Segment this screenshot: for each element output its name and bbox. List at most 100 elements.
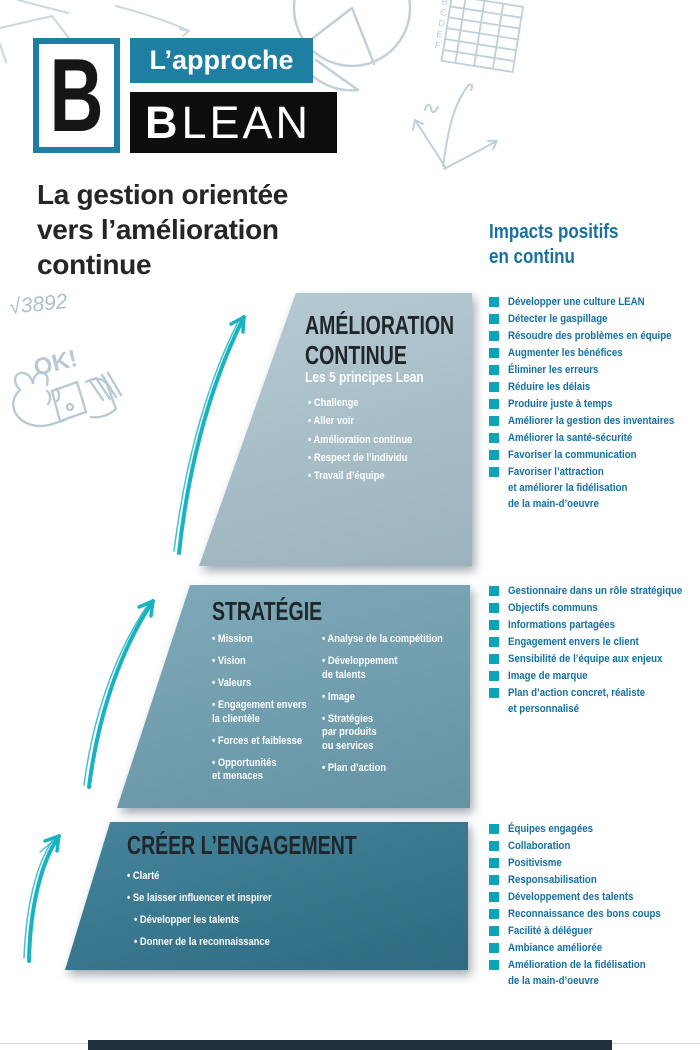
page-title: La gestion orientée vers l’amélioration …: [37, 179, 289, 280]
square-bullet-icon: [489, 824, 499, 834]
square-bullet-icon: [489, 382, 499, 392]
bullet-item: Clarté: [127, 869, 272, 883]
level-title: STRATÉGIE: [212, 596, 323, 626]
list-item: Améliorer la santé-sécurité: [489, 430, 700, 446]
bullet-item: Respect de l’individu: [308, 451, 412, 465]
square-bullet-icon: [489, 399, 499, 409]
row-label: C: [439, 7, 447, 18]
square-bullet-icon: [489, 603, 499, 613]
square-bullet-icon: [489, 586, 499, 596]
bullet-item: Travail d’équipe: [308, 469, 412, 483]
square-bullet-icon: [489, 637, 499, 647]
square-bullet-icon: [489, 960, 499, 970]
list-item: Positivisme: [489, 855, 700, 871]
logo-brand-lean: LEAN: [181, 96, 312, 148]
list-item: Améliorer la gestion des inventaires: [489, 413, 700, 429]
thumbs-up-sketch: OK!: [12, 345, 123, 428]
square-bullet-icon: [489, 433, 499, 443]
bullet-item: Amélioration continue: [308, 433, 413, 447]
list-item: Résoudre des problèmes en équipe: [489, 328, 700, 344]
footer-bar: [88, 1040, 612, 1050]
bullet-item: Développer les talents: [134, 913, 273, 927]
list-item: Amélioration de la fidélisation de la ma…: [489, 957, 700, 989]
list-item: Plan d’action concret, réaliste et perso…: [489, 685, 700, 717]
bullet-item: Image: [322, 691, 443, 705]
level-items-column-1: Mission Vision Valeurs Engagement envers…: [212, 633, 323, 792]
bullet-item: Développement de talents: [322, 655, 443, 682]
square-bullet-icon: [489, 348, 499, 358]
square-bullet-icon: [489, 943, 499, 953]
square-bullet-icon: [489, 331, 499, 341]
square-bullet-icon: [489, 875, 499, 885]
square-bullet-icon: [489, 620, 499, 630]
list-item: Responsabilisation: [489, 872, 700, 888]
level-subtitle: Les 5 principes Lean: [305, 369, 424, 386]
logo-brand-box: B LEAN: [130, 92, 337, 153]
list-item: Équipes engagées: [489, 821, 700, 837]
impacts-group-3: Équipes engagées Collaboration Positivis…: [489, 821, 700, 990]
square-bullet-icon: [489, 858, 499, 868]
list-item: Collaboration: [489, 838, 700, 854]
square-bullet-icon: [489, 365, 499, 375]
square-bullet-icon: [489, 297, 499, 307]
impacts-heading: Impacts positifs en continu: [489, 221, 619, 268]
square-bullet-icon: [489, 314, 499, 324]
list-item: Engagement envers le client: [489, 634, 700, 650]
square-bullet-icon: [489, 909, 499, 919]
level-title: AMÉLIORATION CONTINUE: [305, 310, 455, 370]
list-item: Favoriser l’attraction et améliorer la f…: [489, 464, 700, 512]
row-label: D: [438, 18, 446, 29]
bullet-item: Stratégies par produits ou services: [322, 713, 443, 754]
list-item: Gestionnaire dans un rôle stratégique: [489, 583, 700, 599]
bullet-item: Aller voir: [308, 414, 412, 428]
list-item: Augmenter les bénéfices: [489, 345, 700, 361]
list-item: Sensibilité de l’équipe aux enjeux: [489, 651, 700, 667]
square-bullet-icon: [489, 892, 499, 902]
arrow-up-3: [23, 834, 61, 963]
spreadsheet-row-labels: B C D E F: [434, 0, 449, 51]
row-label: F: [434, 40, 441, 51]
logo-brand-b: B: [145, 96, 178, 148]
list-item: Reconnaissance des bons coups: [489, 906, 700, 922]
list-item: Développement des talents: [489, 889, 700, 905]
level-items-column-2: Analyse de la compétition Développement …: [322, 633, 464, 784]
square-bullet-icon: [489, 654, 499, 664]
square-bullet-icon: [489, 450, 499, 460]
square-bullet-icon: [489, 467, 499, 477]
square-bullet-icon: [489, 416, 499, 426]
bullet-item: Analyse de la compétition: [322, 633, 443, 647]
logo-tagline-box: L’approche: [130, 38, 313, 83]
pyramid-level-creer-engagement: CRÉER L’ENGAGEMENT Clarté Se laisser inf…: [65, 822, 468, 970]
list-item: Objectifs communs: [489, 600, 700, 616]
bullet-item: Valeurs: [212, 677, 307, 691]
list-item: Facilité à déléguer: [489, 923, 700, 939]
level-title: CRÉER L’ENGAGEMENT: [127, 830, 357, 860]
bullet-item: Plan d’action: [322, 762, 443, 776]
list-item: Ambiance améliorée: [489, 940, 700, 956]
bullet-item: Se laisser influencer et inspirer: [127, 891, 272, 905]
bullet-item: Vision: [212, 655, 307, 669]
logo-tagline: L’approche: [149, 45, 294, 75]
bullet-item: Opportunités et menaces: [212, 757, 307, 784]
impacts-group-2: Gestionnaire dans un rôle stratégique Ob…: [489, 583, 700, 718]
list-item: Produire juste à temps: [489, 396, 700, 412]
ok-note: OK!: [31, 345, 80, 382]
list-item: Développer une culture LEAN: [489, 294, 700, 310]
list-item: Informations partagées: [489, 617, 700, 633]
logo-b-box: B: [33, 38, 120, 153]
square-bullet-icon: [489, 841, 499, 851]
list-item: Éliminer les erreurs: [489, 362, 700, 378]
level-items: Clarté Se laisser influencer et inspirer…: [127, 869, 297, 957]
bullet-item: Forces et faiblesse: [212, 735, 307, 749]
list-item: Favoriser la communication: [489, 447, 700, 463]
row-label: E: [436, 29, 444, 40]
row-label: B: [441, 0, 449, 7]
thumbs-up-hand: [12, 371, 123, 428]
curve-graph-sketch: [412, 83, 498, 170]
logo-letter: B: [49, 37, 104, 154]
bullet-item: Engagement envers la clientèle: [212, 699, 307, 726]
square-bullet-icon: [489, 671, 499, 681]
spreadsheet-sketch: B C D E F: [434, 0, 525, 74]
square-bullet-icon: [489, 926, 499, 936]
